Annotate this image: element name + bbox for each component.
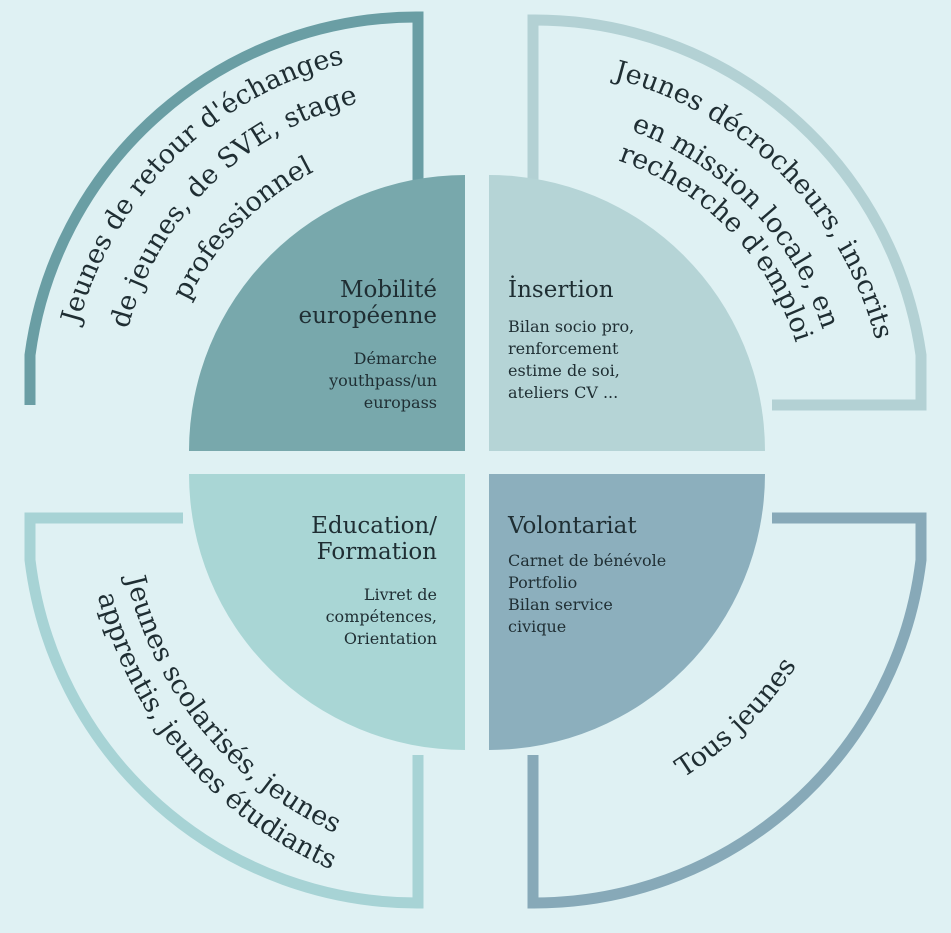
quadrant-desc-line: Orientation bbox=[343, 629, 437, 648]
quadrant-desc-line: europass bbox=[363, 393, 437, 412]
ring-segment-bottom-right bbox=[527, 512, 927, 909]
quadrant-desc-insertion: Bilan socio pro, renforcement estime de … bbox=[508, 316, 634, 404]
quadrant-desc-line: youthpass/un bbox=[329, 371, 437, 390]
quadrant-title-volontariat: Volontariat bbox=[508, 513, 637, 539]
quadrant-title-line: Education/ bbox=[311, 513, 437, 539]
quadrant-title-line: Volontariat bbox=[508, 513, 637, 539]
quadrant-title-line: Formation bbox=[316, 539, 437, 565]
quadrant-desc-line: Livret de bbox=[363, 585, 437, 604]
quadrant-desc-line: renforcement bbox=[508, 339, 619, 358]
quadrant-mobilite bbox=[189, 175, 465, 451]
quadrant-title-line: İnsertion bbox=[508, 277, 614, 303]
quadrant-desc-line: Bilan service bbox=[508, 595, 613, 614]
quadrant-desc-line: civique bbox=[508, 617, 567, 636]
outer-ring-group bbox=[24, 11, 927, 909]
quadrant-desc-education: Livret de compétences, Orientation bbox=[326, 584, 437, 650]
quadrant-desc-volontariat: Carnet de bénévole Portfolio Bilan servi… bbox=[508, 550, 666, 638]
center-circle-group bbox=[189, 175, 765, 750]
quadrant-title-insertion: İnsertion bbox=[508, 277, 614, 303]
quadrant-volontariat bbox=[489, 474, 765, 750]
quadrant-desc-line: compétences, bbox=[325, 607, 437, 626]
quadrant-title-education: Education/ Formation bbox=[311, 513, 437, 565]
quadrant-insertion bbox=[489, 175, 765, 451]
ring-labels-group: Jeunes de retour d'échanges de jeunes, d… bbox=[55, 40, 899, 876]
quadrant-title-line: Mobilité bbox=[339, 277, 437, 303]
quadrant-title-mobilite: Mobilité européenne bbox=[299, 277, 437, 329]
ring-label-bottom-right-line-1: Tous jeunes bbox=[670, 652, 803, 784]
quadrant-education bbox=[189, 474, 465, 750]
ring-segment-bottom-left bbox=[24, 512, 424, 909]
quadrant-desc-line: Bilan socio pro, bbox=[508, 317, 635, 336]
quadrant-desc-line: Démarche bbox=[353, 349, 437, 368]
ring-segment-top-right bbox=[527, 14, 927, 411]
quadrant-title-line: européenne bbox=[298, 303, 437, 329]
ring-segment-top-left bbox=[24, 11, 424, 405]
quadrant-desc-mobilite: Démarche youthpass/un europass bbox=[329, 348, 437, 414]
quadrant-desc-line: Portfolio bbox=[508, 573, 578, 592]
quadrant-desc-line: ateliers CV ... bbox=[508, 383, 619, 402]
quadrant-desc-line: estime de soi, bbox=[508, 361, 620, 380]
quadrant-desc-line: Carnet de bénévole bbox=[508, 551, 667, 570]
